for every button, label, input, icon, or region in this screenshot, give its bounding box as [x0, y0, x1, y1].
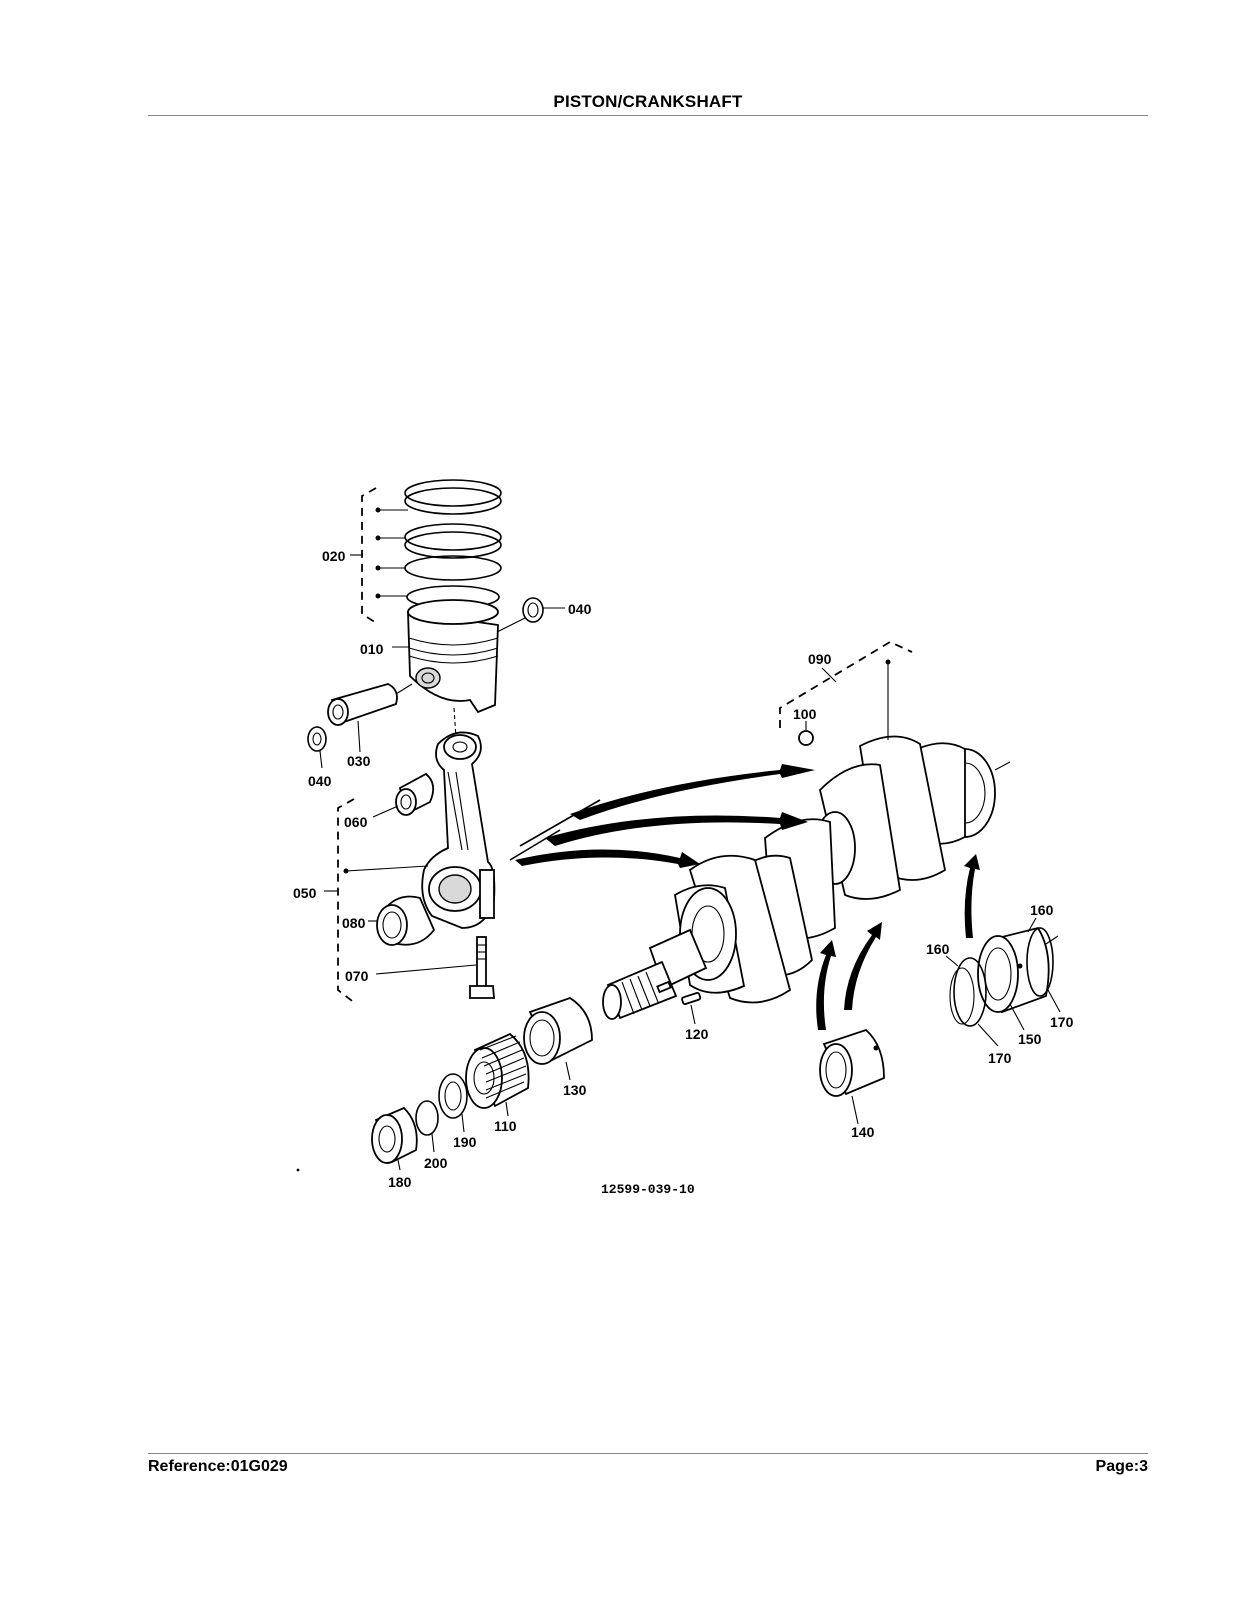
footer-rule	[148, 1453, 1148, 1454]
callout-160-lower: 160	[926, 941, 950, 957]
front-bushing	[523, 997, 593, 1081]
piston	[392, 599, 499, 714]
callout-180: 180	[388, 1174, 412, 1190]
page-number: Page:3	[1095, 1458, 1148, 1475]
callout-200: 200	[424, 1155, 448, 1171]
callout-120: 120	[685, 1026, 709, 1042]
drawing-number: 12599-039-10	[601, 1182, 695, 1197]
stray-mark	[296, 1168, 300, 1172]
o-ring	[415, 1100, 439, 1153]
bearing-case	[945, 917, 1061, 1047]
small-end-bushing	[372, 772, 435, 818]
callout-150: 150	[1018, 1031, 1042, 1047]
circlip-lower	[307, 726, 327, 769]
callout-010: 010	[360, 641, 384, 657]
key	[681, 991, 702, 1025]
callout-170-right: 170	[1050, 1014, 1074, 1030]
callout-110: 110	[494, 1118, 517, 1134]
connecting-rod	[324, 731, 496, 1005]
assembly-arrows	[509, 764, 980, 1030]
callout-080: 080	[342, 915, 366, 931]
collar	[438, 1073, 468, 1133]
callout-070: 070	[345, 968, 369, 984]
callout-100: 100	[793, 706, 817, 722]
crankpin-bearing	[368, 895, 436, 946]
callout-140: 140	[851, 1124, 875, 1140]
callout-170-bottom: 170	[988, 1050, 1012, 1066]
oil-seal	[371, 1106, 418, 1171]
plug	[798, 721, 814, 746]
crankshaft	[602, 640, 1011, 1020]
callout-190: 190	[453, 1134, 477, 1150]
header-rule	[148, 115, 1148, 116]
piston-rings	[350, 479, 502, 625]
callout-130: 130	[563, 1082, 587, 1098]
crankshaft-gear	[465, 1032, 530, 1117]
reference-label: Reference:01G029	[148, 1458, 288, 1475]
callout-040-upper: 040	[568, 601, 592, 617]
callout-090: 090	[808, 651, 832, 667]
connecting-rod-bolt	[375, 936, 495, 999]
page-title: PISTON/CRANKSHAFT	[553, 92, 743, 111]
callout-050: 050	[293, 885, 317, 901]
callout-labels: 020 010 040 030 040 060 050 080 070 090 …	[293, 548, 1074, 1197]
callout-160-upper: 160	[1030, 902, 1054, 918]
piston-pin	[327, 683, 413, 753]
callout-030: 030	[347, 753, 371, 769]
callout-040-lower: 040	[308, 773, 332, 789]
circlip-upper	[496, 597, 565, 633]
main-bearing	[819, 1028, 885, 1125]
callout-020: 020	[322, 548, 346, 564]
callout-060: 060	[344, 814, 368, 830]
